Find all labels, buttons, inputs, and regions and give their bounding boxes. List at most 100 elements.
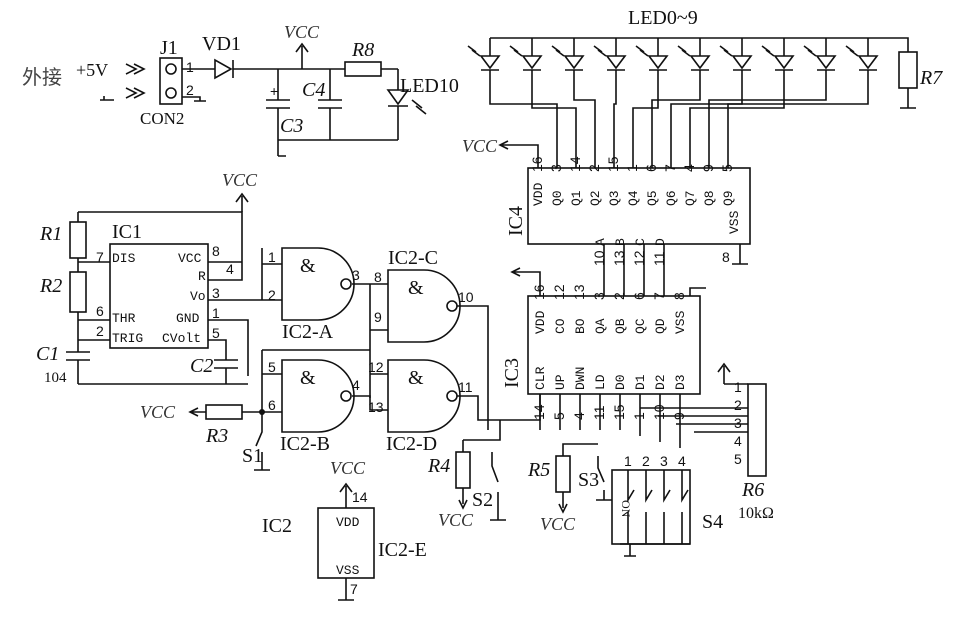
ic4-body (527, 167, 751, 245)
led-8 (803, 38, 837, 84)
gate-a-amp: & (300, 255, 316, 277)
ic2-e-label: IC2-E (378, 539, 427, 561)
gate-d-out: 11 (458, 379, 473, 395)
ic4-bottom-number: 13 (611, 250, 627, 266)
c3-label: C3 (280, 115, 303, 137)
ic4-pin-Q9: 5Q9 (719, 84, 869, 206)
s4-switch-1: 1 (624, 453, 635, 544)
s4-pin-number: 3 (660, 453, 668, 469)
ic4-pin-label: Q3 (607, 190, 622, 206)
ic4-pin-label: Q7 (683, 190, 698, 206)
led-rays (719, 45, 733, 57)
led-rays (761, 45, 775, 57)
gate-b (281, 359, 355, 433)
c2-label: C2 (190, 355, 213, 377)
c4-label: C4 (302, 79, 325, 101)
ic1-trig: TRIG (112, 331, 143, 346)
ic2-vcc-label: VCC (330, 458, 366, 478)
ic4-bottom-pin-A: A10 (591, 238, 608, 296)
r7-label: R7 (919, 67, 943, 89)
j1-wires (182, 68, 215, 102)
ic4-pin-label: Q2 (588, 190, 603, 206)
ic1-pin4: 4 (226, 261, 234, 277)
ic4-led-wire (670, 84, 743, 168)
ic4-pin-number: 15 (605, 156, 621, 172)
led-rays (551, 45, 565, 57)
led10 (386, 69, 410, 140)
ic1-dis: DIS (112, 251, 136, 266)
ic3-bottom-label: D2 (653, 374, 668, 390)
led-common-anode (490, 37, 909, 52)
r8-resistor (344, 61, 382, 77)
gate-c-in1: 8 (374, 269, 382, 285)
j1-pin1-label: 1 (186, 59, 194, 75)
ic1-thr: THR (112, 311, 136, 326)
led-2 (551, 38, 585, 84)
gate-b-label: IC2-B (280, 433, 330, 455)
r5-label: R5 (527, 459, 550, 481)
s4-toggle (681, 470, 689, 544)
j1-connector (159, 57, 183, 105)
c3-capacitor (266, 69, 290, 156)
r1-r2-wire (77, 258, 110, 272)
ic4-pin-number: 1 (624, 164, 640, 172)
s1-switch (254, 418, 270, 471)
c3-plus: + (270, 83, 278, 99)
ic1-vcc-arrow (235, 192, 249, 212)
gate-a-bubble (340, 278, 352, 290)
ic4-vcc-label: VCC (462, 136, 498, 156)
ic1-pin8: 8 (212, 243, 220, 259)
ic1-pin1: 1 (212, 305, 220, 321)
ic4-pin-label: Q6 (664, 190, 679, 206)
junction-dot (259, 409, 265, 415)
led-symbol (857, 38, 879, 84)
ic4-pin-number: 3 (548, 164, 564, 172)
ic4-pin-Q6: 7Q6 (662, 84, 743, 206)
ic3-pin-number: 13 (571, 284, 587, 300)
vd1-label: VD1 (202, 33, 241, 55)
gate-c (387, 269, 461, 343)
ic4-bottom-label: D (653, 238, 668, 246)
led-symbol (521, 38, 543, 84)
ic4-pin-number: 6 (643, 164, 659, 172)
led-rays (803, 45, 817, 57)
ic1-cvolt: CVolt (162, 331, 201, 346)
c1-value: 104 (44, 370, 67, 386)
s3-label: S3 (578, 469, 599, 491)
gate-b-in2: 6 (268, 397, 276, 413)
r6-pin-number: 5 (734, 451, 742, 467)
led-rays (635, 45, 649, 57)
c4-capacitor (318, 69, 342, 140)
r5-resistor (555, 455, 571, 493)
r3-vcc-arrow (188, 407, 206, 417)
ground-rail (278, 139, 398, 157)
r6-pin-number: 2 (734, 397, 742, 413)
s4-pin-number: 4 (678, 453, 686, 469)
ic3-bottom-number: 10 (651, 404, 667, 420)
led-5 (677, 38, 711, 84)
gate-c-amp: & (408, 277, 424, 299)
ic2-power: IC2 VCC 14 VDD VSS IC2-E 7 (262, 458, 427, 601)
led-symbol (563, 38, 585, 84)
ic3-bottom-pin-D1: D11 (631, 374, 648, 436)
ic4-led-wire (727, 84, 869, 168)
led-array-title: LED0~9 (628, 7, 698, 29)
led-7 (761, 38, 795, 84)
led-symbol (479, 38, 501, 84)
nand-gates: & 1 2 3 IC2-A & 5 6 4 IC2-B & 8 9 10 IC2… (261, 247, 541, 455)
ic1-vcc-label: VCC (222, 170, 258, 190)
ic4-led-wire (489, 84, 558, 168)
gate-a-wires (261, 248, 282, 301)
ic4-vss-wire (732, 244, 748, 265)
gate-d-in1: 12 (368, 359, 384, 375)
